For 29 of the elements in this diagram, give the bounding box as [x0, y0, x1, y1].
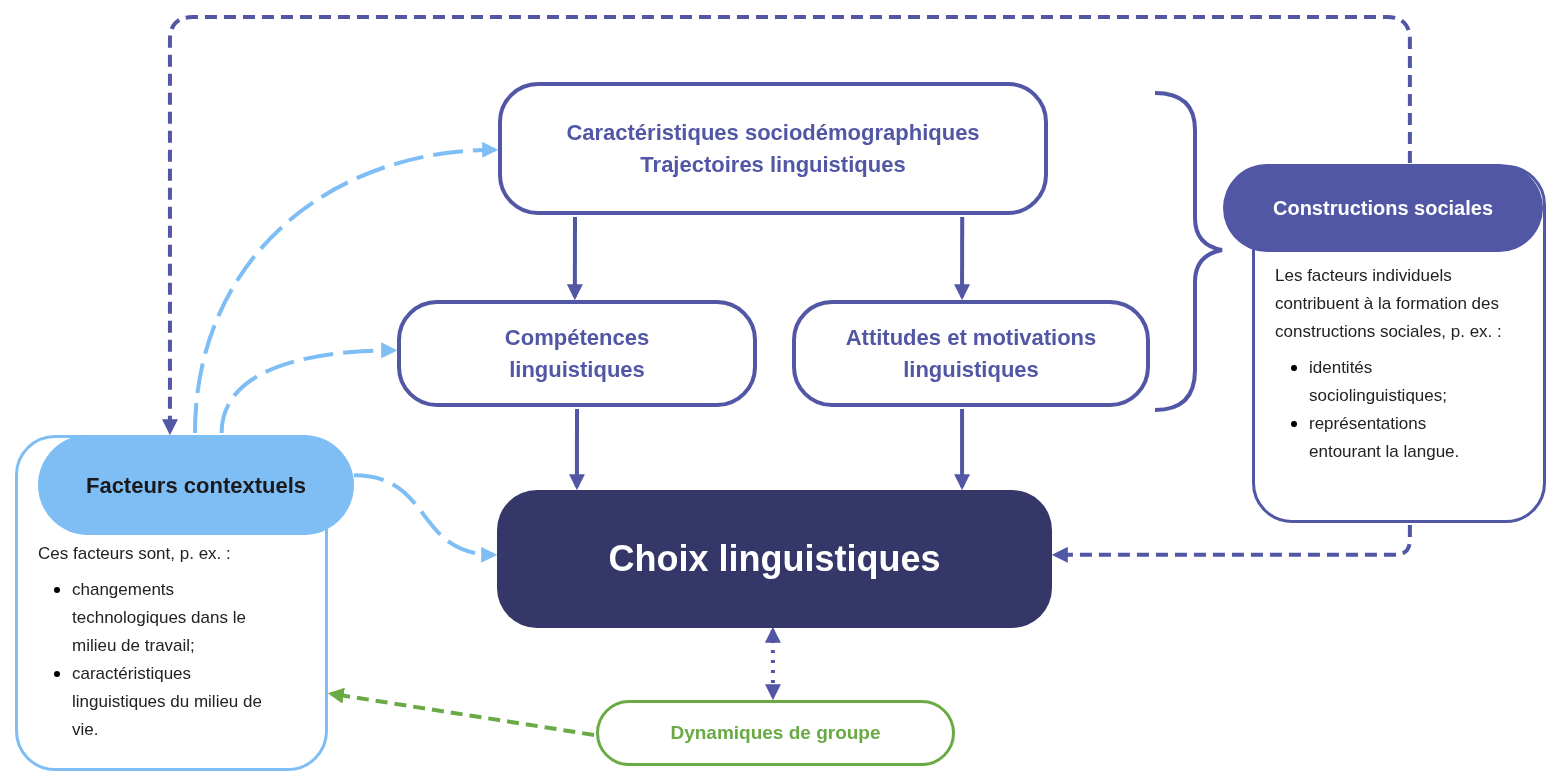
bullet-text: caractéristiques linguistiques du milieu de vie.	[72, 663, 262, 741]
box-label: Attitudes et motivations linguistiques	[844, 323, 1098, 384]
rounded-box	[498, 82, 1048, 215]
rounded-box	[397, 300, 757, 407]
box-label: Trajectoires linguistiques	[640, 150, 906, 179]
arrow	[219, 342, 398, 434]
arrow	[193, 142, 499, 434]
arrow	[954, 217, 971, 301]
arrow	[1051, 525, 1412, 563]
card-text: Ces facteurs sont, p. ex. :	[38, 543, 232, 565]
box-label: Dynamiques de groupe	[670, 720, 881, 745]
arrow	[161, 15, 1412, 436]
arrow	[568, 409, 585, 491]
card-title: Constructions sociales	[1272, 196, 1494, 221]
highlight-box	[497, 490, 1052, 628]
arrow	[353, 473, 498, 562]
arrow	[327, 687, 595, 737]
bullet-text: identités sociolinguistiques;	[1309, 357, 1448, 407]
bullet-text: changements technologiques dans le milieu de travail;	[72, 579, 247, 657]
box-label: Caractéristiques sociodémographiques	[566, 118, 980, 147]
arrow	[566, 217, 583, 301]
card-text: Les facteurs individuels contribuent à la formation des constructions sociales, p. ex. :	[1275, 265, 1503, 343]
arrow	[954, 409, 971, 491]
card-title: Facteurs contextuels	[85, 471, 307, 500]
box-label: Compétences linguistiques	[503, 323, 651, 384]
box-label: Choix linguistiques	[608, 537, 941, 581]
rounded-box	[792, 300, 1150, 407]
arrow	[764, 626, 781, 701]
bullet-text: représentations entourant la langue.	[1309, 413, 1461, 463]
